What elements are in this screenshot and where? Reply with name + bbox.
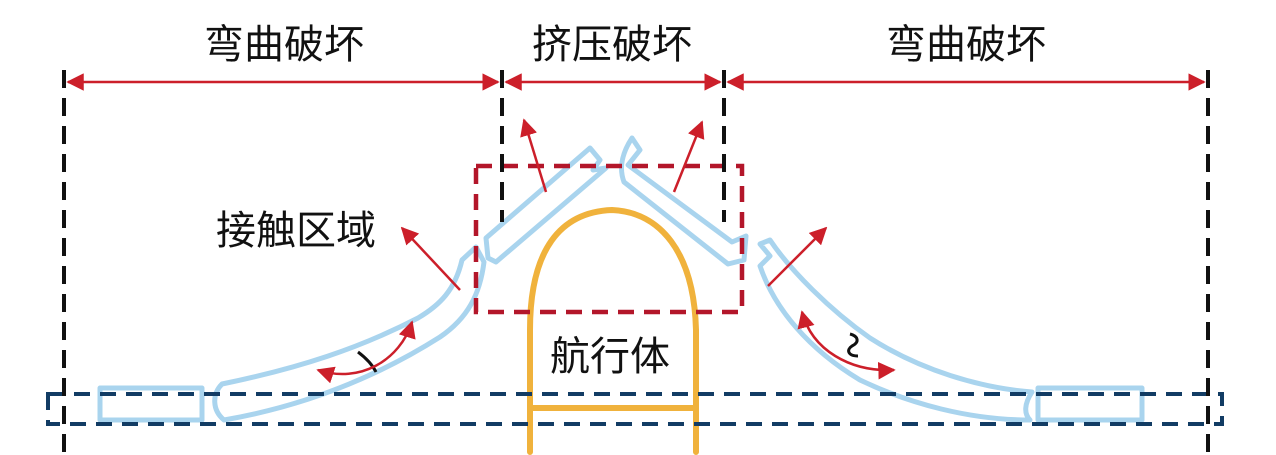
ice-right-end-piece <box>1035 385 1145 423</box>
arrow-bend-right <box>797 310 896 380</box>
waterline-box <box>46 392 1224 426</box>
crack-right <box>847 332 859 358</box>
vehicle-nose <box>527 206 699 455</box>
label-vehicle: 航行体 <box>550 334 670 380</box>
zone-boundaries <box>62 70 1210 452</box>
vehicle-outline <box>527 206 699 455</box>
label-bending-left: 弯曲破坏 <box>204 22 364 68</box>
ice-left-upper-piece <box>483 145 609 265</box>
ice-left-end-piece <box>97 385 205 423</box>
arrow-contact-right <box>767 226 828 287</box>
motion-arrows <box>316 118 896 384</box>
crushing-zone-box <box>473 163 745 315</box>
label-bending-right: 弯曲破坏 <box>886 22 1046 68</box>
label-contact-zone: 接触区域 <box>216 208 376 254</box>
arrow-bend-left <box>316 320 416 384</box>
arrow-crush-right <box>672 120 705 193</box>
arrow-contact-left <box>400 226 461 291</box>
label-crushing: 挤压破坏 <box>532 22 692 68</box>
arrow-crush-left <box>520 118 548 193</box>
ice-right-upper-piece <box>619 135 749 267</box>
